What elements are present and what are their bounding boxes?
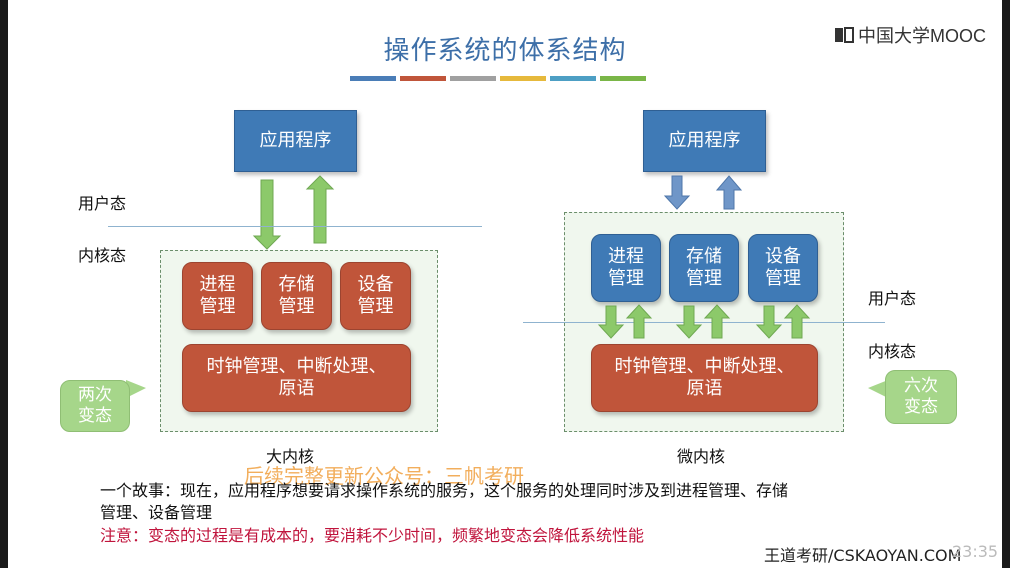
right-app-arrows xyxy=(663,175,743,210)
color-bar-6 xyxy=(600,76,646,81)
right-caption: 微内核 xyxy=(677,447,726,466)
left-mode-divider xyxy=(108,226,482,227)
right-down-arrow xyxy=(663,175,691,210)
right-user-mode-label: 用户态 xyxy=(868,289,917,308)
note-mid: 变态的过程是有成本的，要消耗不少时间， xyxy=(148,526,453,545)
right-kernel-mode-label: 内核态 xyxy=(868,342,917,361)
right-module-arrows xyxy=(597,304,811,339)
right-app-box: 应用程序 xyxy=(643,110,766,172)
left-down-arrow xyxy=(252,179,282,250)
color-bar-1 xyxy=(350,76,396,81)
right-module-device: 设备管理 xyxy=(748,234,818,302)
left-kernel-mode-label: 内核态 xyxy=(78,246,127,265)
color-bar-5 xyxy=(550,76,596,81)
overlay-watermark: 后续完整更新公众号：三帆考研 xyxy=(244,464,524,488)
slide: 操作系统的体系结构 中国大学MOOC 应用程序 用户态 内核态 进程管理 存储管… xyxy=(8,0,1002,568)
right-up-arrow xyxy=(715,175,743,210)
note-end: 频繁地变态会降低系统性能 xyxy=(452,526,645,545)
timestamp: 23:35 xyxy=(952,542,999,561)
right-callout-tail xyxy=(868,380,888,398)
right-storage-up-arrow xyxy=(703,304,731,339)
right-module-process: 进程管理 xyxy=(591,234,661,302)
color-bar-2 xyxy=(400,76,446,81)
right-device-up-arrow xyxy=(783,304,811,339)
right-module-storage: 存储管理 xyxy=(669,234,739,302)
left-app-box: 应用程序 xyxy=(234,110,357,172)
note-line: 注意：变态的过程是有成本的，要消耗不少时间，频繁地变态会降低系统性能 xyxy=(100,522,644,546)
right-process-down-arrow xyxy=(597,305,625,339)
left-callout: 两次变态 xyxy=(60,380,130,432)
color-bar-4 xyxy=(500,76,546,81)
story-line-2: 管理、设备管理 xyxy=(100,503,213,522)
left-user-mode-label: 用户态 xyxy=(78,194,127,213)
mooc-logo-icon xyxy=(835,27,854,43)
left-module-device: 设备管理 xyxy=(340,262,411,330)
right-device-down-arrow xyxy=(755,305,783,339)
page-title: 操作系统的体系结构 xyxy=(383,36,627,66)
right-process-up-arrow xyxy=(625,304,653,339)
left-caption: 大内核 xyxy=(266,447,315,466)
mooc-logo: 中国大学MOOC xyxy=(834,22,986,48)
left-callout-tail xyxy=(126,380,146,398)
right-mode-divider xyxy=(523,322,885,323)
left-core-box: 时钟管理、中断处理、原语 xyxy=(182,344,411,412)
bottom-watermark: 王道考研/CSKAOYAN.COM xyxy=(764,546,962,565)
mooc-logo-text: 中国大学MOOC xyxy=(858,26,986,46)
left-module-process: 进程管理 xyxy=(182,262,253,330)
left-up-arrow xyxy=(305,175,335,244)
left-module-storage: 存储管理 xyxy=(261,262,332,330)
right-core-box: 时钟管理、中断处理、原语 xyxy=(591,344,818,412)
left-arrows xyxy=(252,175,335,250)
right-storage-down-arrow xyxy=(675,305,703,339)
right-callout: 六次变态 xyxy=(885,370,957,424)
story-line-1: 一个故事：现在，应用程序想要请求操作系统的服务，这个服务的处理同时涉及到进程管理… xyxy=(100,481,789,500)
color-bar-3 xyxy=(450,76,496,81)
note-prefix: 注意： xyxy=(100,526,149,545)
